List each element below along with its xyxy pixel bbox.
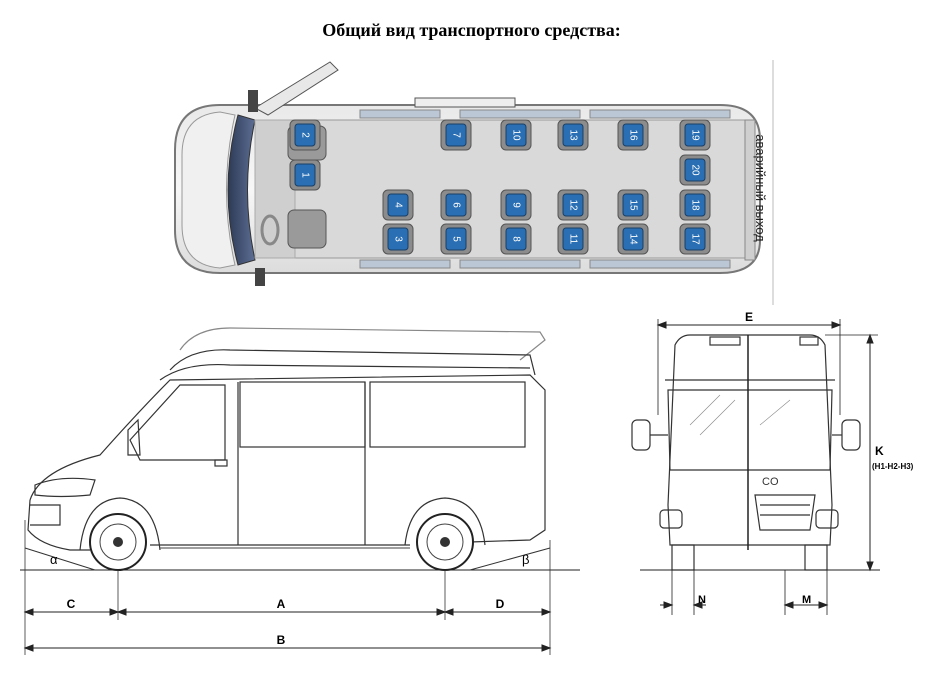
seat-number: 14 [627, 233, 638, 245]
dim-a-label: A [277, 597, 286, 611]
front-body [667, 334, 833, 546]
seat-10: 10 [500, 119, 532, 151]
dim-k-sublabel: (H1-H2-H3) [872, 462, 914, 471]
page-title: Общий вид транспортного средства: [322, 20, 621, 40]
seat-number: 11 [567, 234, 578, 245]
windshield [227, 114, 256, 266]
seat-number: 1 [299, 172, 310, 178]
seat-20: 20 [679, 154, 711, 186]
seat-9: 9 [500, 189, 532, 221]
seat-number: 8 [510, 236, 521, 242]
seat-number: 6 [450, 202, 461, 208]
dim-c-label: C [67, 597, 76, 611]
rear-wheel [416, 513, 474, 571]
seat-8: 8 [500, 223, 532, 255]
sliding-door-rail [414, 97, 516, 108]
dim-b-label: B [277, 633, 286, 647]
seat-number: 2 [299, 132, 310, 138]
angle-alpha: α [50, 552, 58, 567]
van-side-view: α β C A D B [20, 327, 580, 655]
seat-number: 5 [450, 236, 461, 242]
seat-5: 5 [440, 223, 472, 255]
seat-2: 2 [289, 119, 321, 151]
seat-number: 9 [510, 202, 521, 208]
seat-number: 12 [567, 199, 578, 211]
van-front-view: E CO K (H1-H2-H3) [631, 310, 914, 615]
seat-number: 4 [392, 202, 403, 208]
seat-number: 7 [450, 132, 461, 138]
seat-number: 13 [567, 129, 578, 141]
seat-11: 11 [557, 223, 589, 255]
seat-7: 7 [440, 119, 472, 151]
seat-18: 18 [679, 189, 711, 221]
seat-4: 4 [382, 189, 414, 221]
seat-number: 10 [510, 129, 521, 141]
seat-15: 15 [617, 189, 649, 221]
emergency-exit-label: аварийный выход [753, 134, 768, 242]
seat-number: 3 [392, 236, 403, 242]
dim-m-label: M [802, 594, 811, 606]
seat-number: 20 [689, 164, 700, 176]
driver-seat [287, 209, 327, 249]
seat-number: 19 [689, 129, 700, 141]
seat-number: 17 [689, 233, 700, 245]
angle-beta: β [522, 552, 529, 567]
dim-e-label: E [745, 310, 753, 324]
steering-wheel [260, 214, 280, 246]
front-wheel [89, 513, 147, 571]
open-door [253, 61, 339, 116]
seat-3: 3 [382, 223, 414, 255]
seat-12: 12 [557, 189, 589, 221]
seat-13: 13 [557, 119, 589, 151]
seat-1: 1 [289, 159, 321, 191]
van-body [29, 374, 546, 543]
van-hood [181, 111, 236, 269]
seat-number: 18 [689, 199, 700, 211]
dim-d-label: D [496, 597, 505, 611]
seat-17: 17 [679, 223, 711, 255]
seat-number: 16 [627, 129, 638, 141]
dim-n-label: N [698, 594, 706, 606]
seat-14: 14 [617, 223, 649, 255]
dim-k-label: K [875, 444, 884, 458]
seat-6: 6 [440, 189, 472, 221]
seat-19: 19 [679, 119, 711, 151]
svg-text:CO: CO [762, 476, 779, 488]
seat-16: 16 [617, 119, 649, 151]
seat-number: 15 [627, 199, 638, 211]
